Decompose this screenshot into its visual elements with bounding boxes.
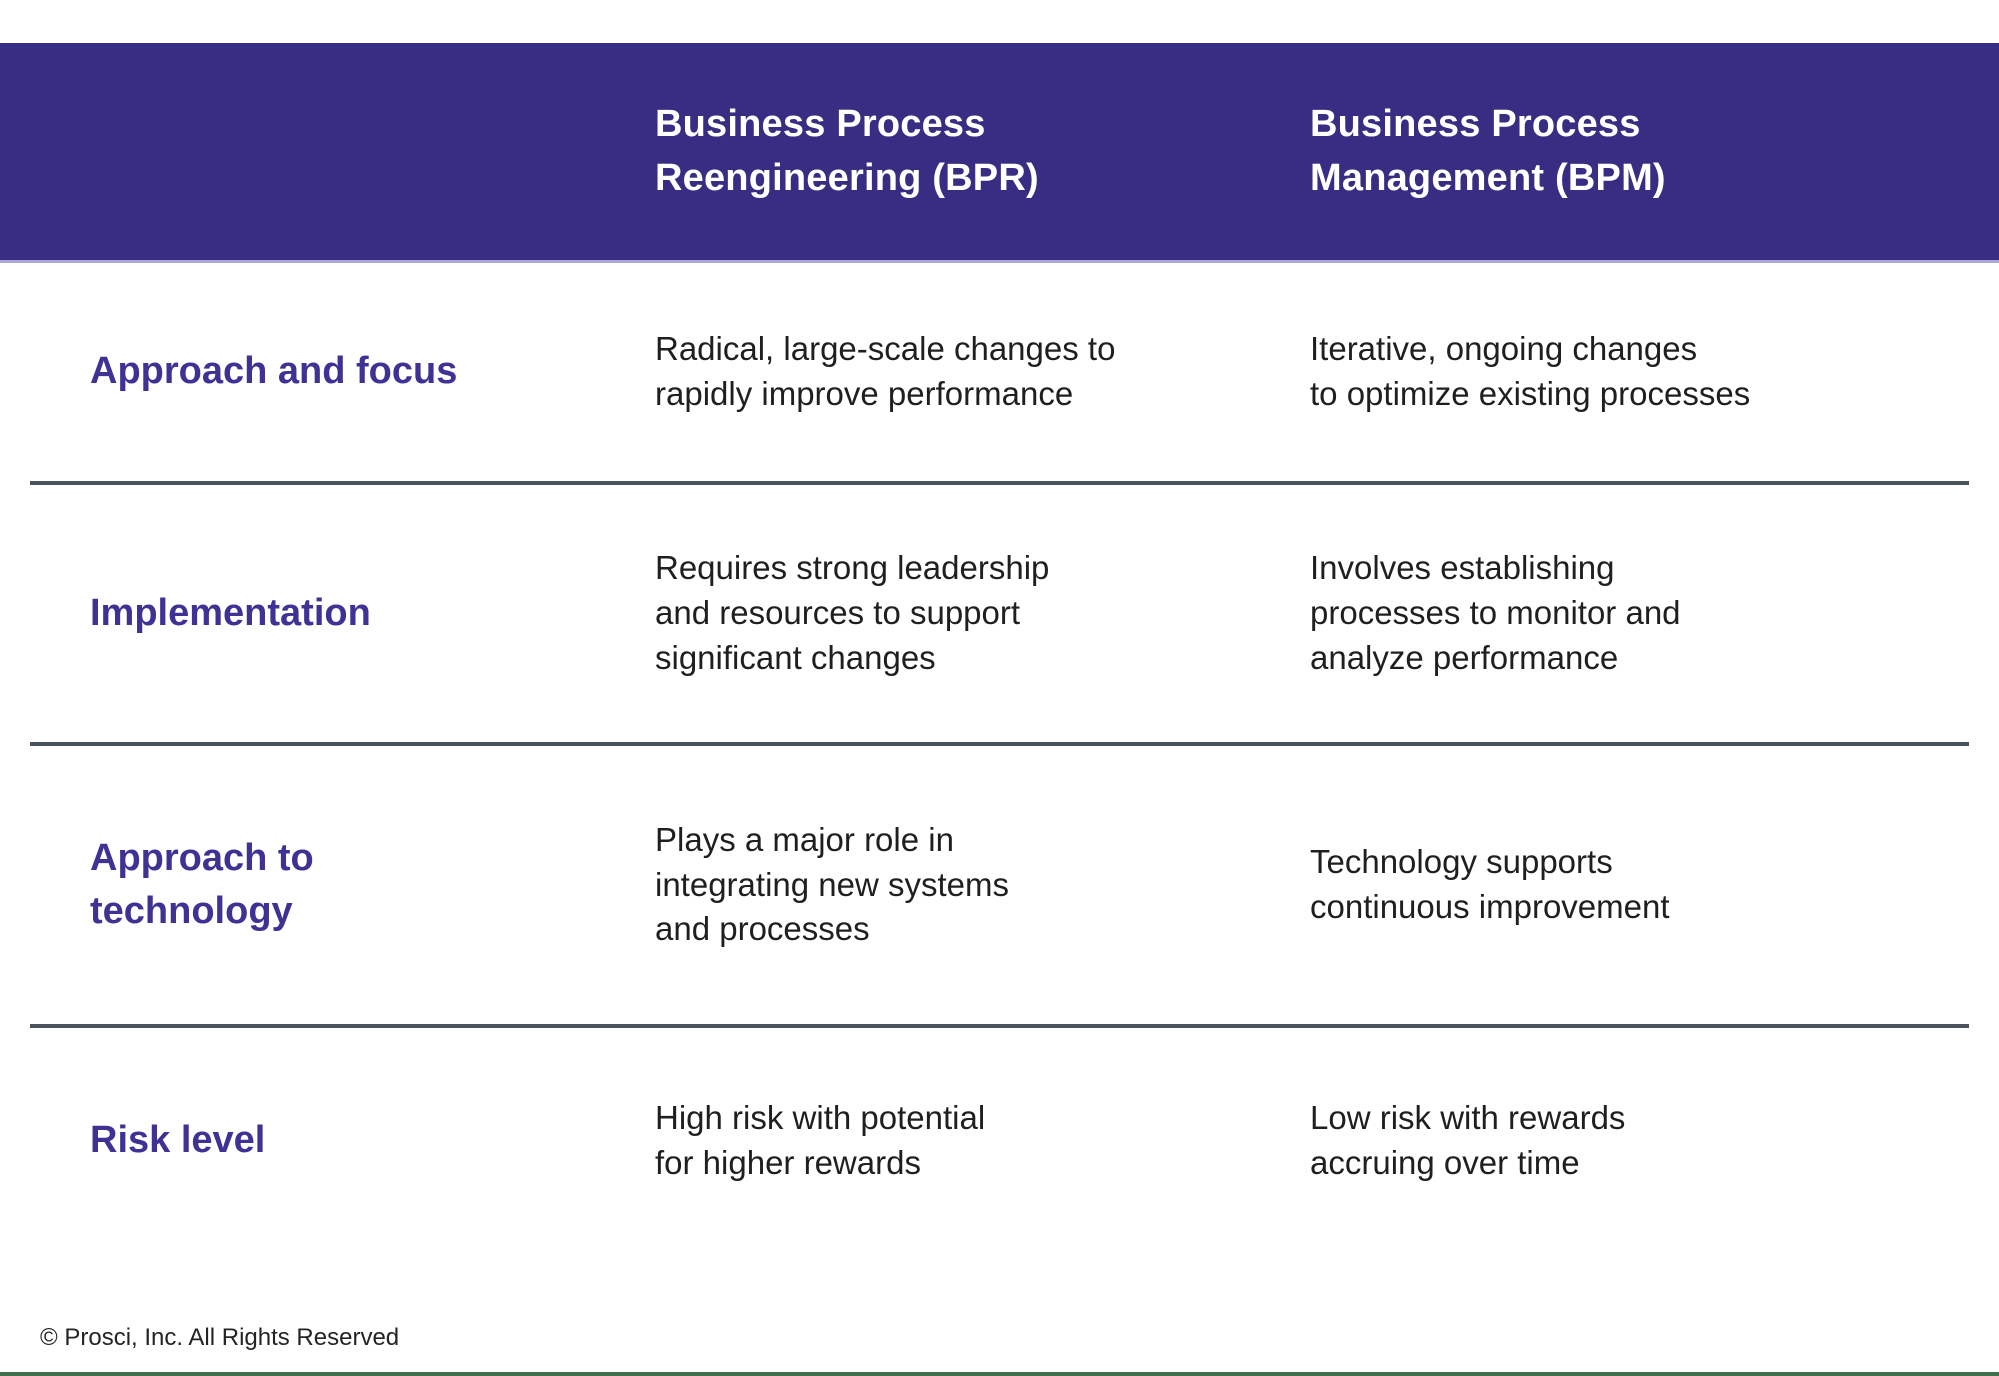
- cell-risk-level-bpm: Low risk with rewards accruing over time: [1310, 1099, 1626, 1181]
- cell-implementation-bpr: Requires strong leadership and resources…: [655, 549, 1050, 676]
- row-label-approach-and-focus: Approach and focus: [90, 350, 458, 393]
- bottom-accent-bar: [0, 1372, 1999, 1376]
- cell-approach-to-technology-bpm: Technology supports continuous improveme…: [1310, 843, 1670, 925]
- comparison-table: Business Process Reengineering (BPR) Bus…: [0, 43, 1999, 1376]
- cell-risk-level-bpr: High risk with potential for higher rewa…: [655, 1099, 986, 1181]
- cell-approach-and-focus-bpm: Iterative, ongoing changes to optimize e…: [1310, 330, 1751, 412]
- cell-approach-to-technology-bpr: Plays a major role in integrating new sy…: [655, 820, 1009, 948]
- table-header-band: Business Process Reengineering (BPR) Bus…: [0, 43, 1999, 263]
- cell-implementation-bpm: Involves establishing processes to monit…: [1310, 549, 1681, 676]
- row-label-risk-level: Risk level: [90, 1119, 266, 1162]
- row-label-approach-to-technology: Approach to technology: [90, 836, 314, 932]
- table-body: Approach and focus Radical, large-scale …: [30, 263, 1969, 1254]
- cell-approach-and-focus-bpr: Radical, large-scale changes to rapidly …: [655, 330, 1116, 412]
- table-row-approach-and-focus: Approach and focus Radical, large-scale …: [30, 263, 1969, 485]
- column-header-bpm: Business Process Management (BPM): [1310, 103, 1666, 199]
- column-header-bpr: Business Process Reengineering (BPR): [655, 103, 1039, 199]
- table-row-risk-level: Risk level High risk with potential for …: [30, 1028, 1969, 1254]
- table-row-approach-to-technology: Approach to technology Plays a major rol…: [30, 746, 1969, 1028]
- copyright-text: © Prosci, Inc. All Rights Reserved: [40, 1324, 400, 1351]
- row-label-implementation: Implementation: [90, 591, 371, 634]
- table-row-implementation: Implementation Requires strong leadershi…: [30, 485, 1969, 746]
